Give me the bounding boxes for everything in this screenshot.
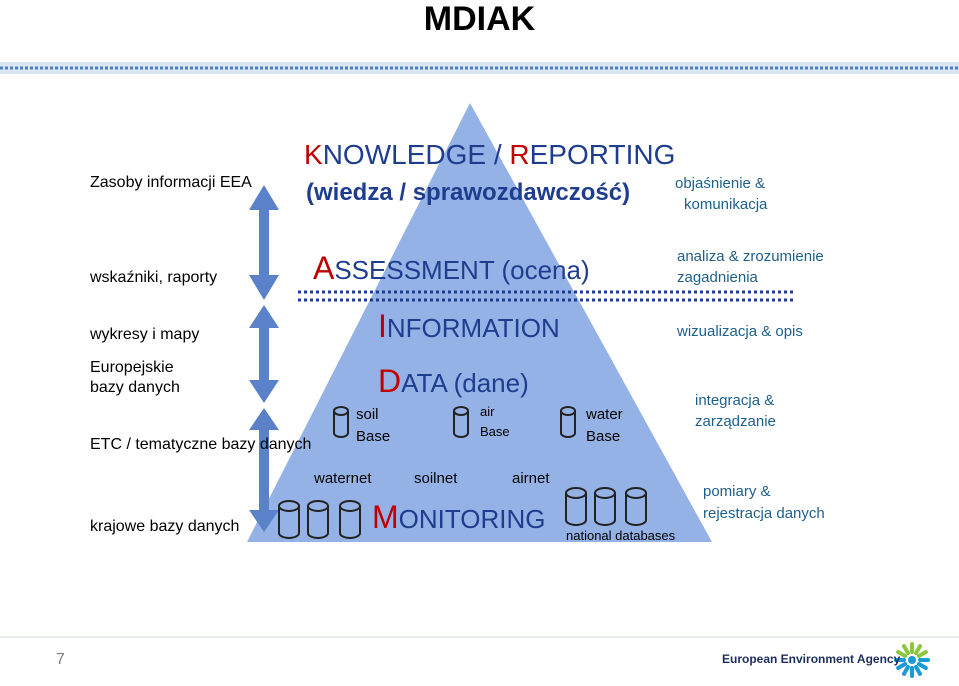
label-indicators-reports: wskaźniki, raporty bbox=[90, 269, 218, 286]
page-title: MDIAK bbox=[423, 0, 536, 38]
double-arrow-icon bbox=[249, 185, 279, 300]
national-database-icon bbox=[594, 487, 616, 526]
label-measurement-1: pomiary & bbox=[703, 483, 771, 500]
air-base-label-1: air bbox=[480, 404, 495, 419]
title-rule bbox=[0, 62, 959, 74]
water-base-label-1: water bbox=[586, 406, 623, 423]
airnet-label: airnet bbox=[512, 470, 550, 487]
label-measurement-2: rejestracja danych bbox=[703, 505, 825, 522]
soilnet-label: soilnet bbox=[414, 470, 458, 487]
label-european-db-1: Europejskie bbox=[90, 359, 174, 376]
national-database-icon bbox=[625, 487, 647, 526]
label-etc-databases: ETC / tematyczne bazy danych bbox=[90, 436, 312, 453]
label-analysis-2: zagadnienia bbox=[677, 269, 758, 286]
label-charts-maps: wykresy i mapy bbox=[90, 326, 200, 343]
national-database-icon bbox=[565, 487, 587, 526]
air-base-label-2: Base bbox=[480, 424, 510, 439]
page-number: 7 bbox=[56, 651, 65, 668]
pyramid-shape bbox=[247, 103, 712, 542]
soilnet-database-icon bbox=[307, 500, 329, 539]
level-knowledge-subtitle: (wiedza / sprawozdawczość) bbox=[306, 179, 631, 206]
label-analysis-1: analiza & zrozumienie bbox=[677, 248, 824, 265]
soil-base-label-1: soil bbox=[356, 406, 379, 423]
level-data: DATA (dane) bbox=[378, 363, 529, 399]
eea-logo-icon bbox=[894, 642, 930, 678]
label-explain-2: komunikacja bbox=[684, 196, 768, 213]
label-european-db-2: bazy danych bbox=[90, 379, 180, 396]
agency-name: European Environment Agency bbox=[722, 652, 901, 666]
waternet-label: waternet bbox=[314, 470, 372, 487]
waternet-database-icon bbox=[278, 500, 300, 539]
airnet-database-icon bbox=[339, 500, 361, 539]
air-database-icon bbox=[453, 406, 469, 438]
soil-database-icon bbox=[333, 406, 349, 438]
soil-base-label-2: Base bbox=[356, 428, 391, 445]
water-base-label-2: Base bbox=[586, 428, 621, 445]
label-eea-resources: Zasoby informacji EEA bbox=[90, 174, 252, 191]
label-explain-1: objaśnienie & bbox=[675, 175, 766, 192]
label-integration-2: zarządzanie bbox=[695, 413, 776, 430]
level-assessment: ASSESSMENT (ocena) bbox=[313, 250, 590, 286]
double-arrow-icon bbox=[249, 408, 279, 532]
label-integration-1: integracja & bbox=[695, 392, 775, 409]
level-monitoring: MONITORING bbox=[372, 499, 546, 535]
label-national-databases: krajowe bazy danych bbox=[90, 518, 240, 535]
level-knowledge-reporting: KNOWLEDGE / REPORTING bbox=[304, 139, 676, 170]
label-visualization: wizualizacja & opis bbox=[677, 323, 803, 340]
level-information: INFORMATION bbox=[378, 308, 560, 344]
water-database-icon bbox=[560, 406, 576, 438]
double-arrow-icon bbox=[249, 305, 279, 403]
national-databases-label: national databases bbox=[566, 528, 676, 543]
